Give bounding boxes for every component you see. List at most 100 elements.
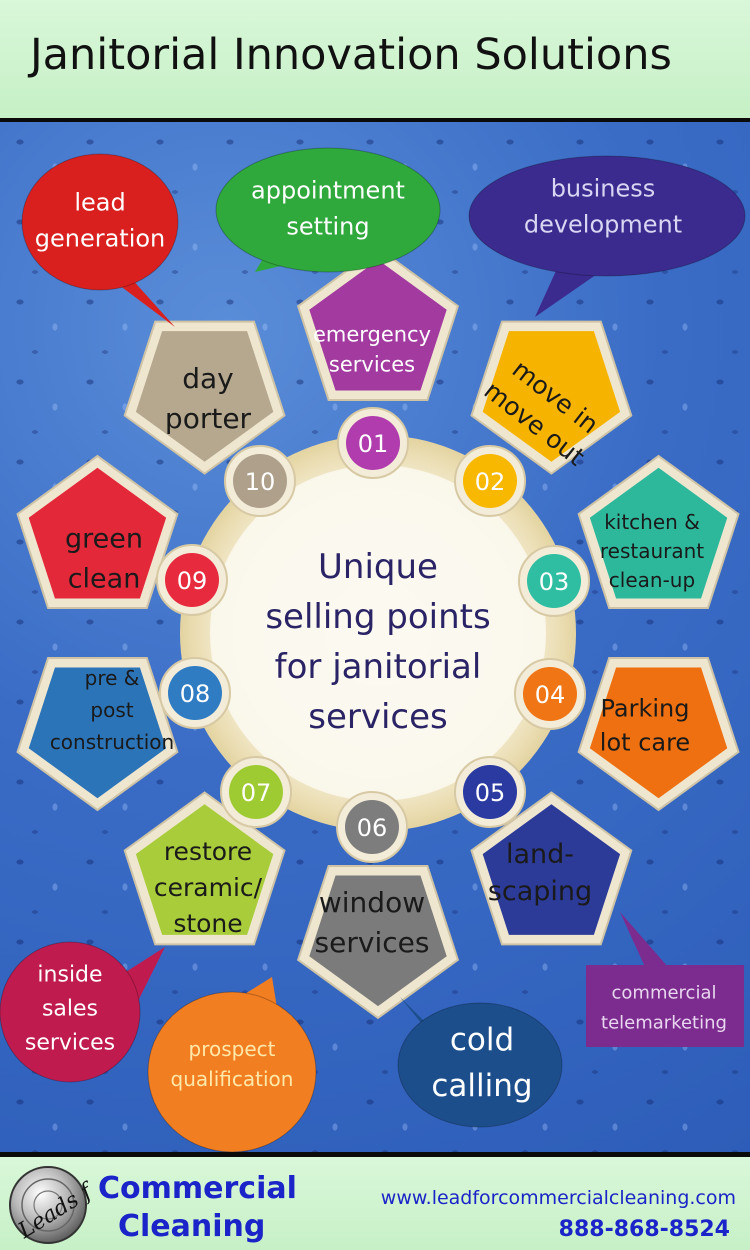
bubble-label-6-line: calling <box>431 1068 532 1104</box>
speech-bubble-1: lead generation <box>21 153 179 327</box>
center-title-line: services <box>308 697 448 737</box>
badge-core <box>168 666 222 720</box>
badge-core <box>527 554 581 608</box>
speech-bubble-6: cold calling <box>397 997 563 1128</box>
tile-fill <box>309 875 447 1007</box>
service-tile-05 <box>470 791 633 946</box>
bubble-label-1-line: lead <box>74 188 125 216</box>
number-badge-02: 02 <box>454 445 526 517</box>
service-tile-10 <box>123 320 286 475</box>
service-label-08-line: pre & <box>85 666 140 690</box>
service-label-04-line: Parking <box>601 694 690 722</box>
bubble-label-1: lead generation <box>35 188 166 252</box>
tile-fill <box>135 331 274 462</box>
bubble-label-4-line: services <box>25 1031 115 1056</box>
bubble-label-4-line: inside <box>37 963 102 988</box>
service-label-03-line: restaurant <box>600 539 704 563</box>
service-tile-07 <box>123 791 286 946</box>
badge-core <box>229 765 283 819</box>
service-label-01-line: services <box>329 352 415 376</box>
bubble-label-3: business development <box>524 174 682 238</box>
speech-bubble-4: inside sales services <box>0 941 165 1083</box>
number-badge-09: 09 <box>156 544 228 616</box>
service-label-09-line: clean <box>68 563 141 594</box>
tile-fill <box>482 331 621 462</box>
phone-number[interactable]: 888-868-8524 <box>558 1217 730 1242</box>
tile-fill <box>28 667 167 799</box>
bubble-body <box>147 991 317 1152</box>
badge-number: 06 <box>357 814 388 842</box>
service-tile-08 <box>16 657 179 812</box>
number-badge-04: 04 <box>514 658 586 730</box>
service-label-10-line: day <box>182 362 234 395</box>
company-logo: Leads for <box>9 1166 90 1244</box>
bubble-label-5-line: qualification <box>171 1067 294 1091</box>
center-title-line: selling points <box>265 597 490 637</box>
tile-fill <box>135 804 274 935</box>
bubble-label-6-line: cold <box>450 1022 514 1058</box>
bubble-label-4-line: sales <box>42 997 98 1022</box>
service-label-06-line: window <box>319 886 425 919</box>
bubble-label-5-line: prospect <box>189 1037 276 1061</box>
service-label-10: day porter <box>165 362 252 435</box>
bubble-label-3-line: development <box>524 210 682 238</box>
bubble-body <box>215 147 441 273</box>
bubble-label-2-line: setting <box>286 212 369 240</box>
service-label-07-line: restore <box>164 837 252 866</box>
bubble-label-4: inside sales services <box>25 963 115 1056</box>
service-label-05: land-scaping <box>488 839 592 907</box>
center-title-line: Unique <box>318 547 438 587</box>
service-label-03-line: clean-up <box>609 568 695 592</box>
service-label-10-line: porter <box>165 402 252 435</box>
service-label-03-line: kitchen & <box>604 510 700 534</box>
tile-fill <box>482 804 621 935</box>
number-badge-07: 07 <box>220 756 292 828</box>
tile-fill <box>309 259 447 391</box>
badge-core <box>346 416 400 470</box>
bubble-label-3-line: business <box>551 174 656 202</box>
badge-core <box>463 454 517 508</box>
badge-core <box>345 800 399 854</box>
service-label-05-line: scaping <box>488 876 592 907</box>
bubble-label-6: cold calling <box>431 1022 532 1104</box>
bubble-label-5: prospect qualification <box>171 1037 294 1091</box>
service-label-01-line: emergency <box>313 322 431 346</box>
badge-number: 05 <box>475 779 506 807</box>
website-link[interactable]: www.leadforcommercialcleaning.com <box>380 1187 736 1209</box>
badge-number: 08 <box>180 680 211 708</box>
bubble-label-1-line: generation <box>35 224 166 252</box>
speech-bubble-5: prospect qualification <box>147 977 317 1152</box>
badge-number: 09 <box>177 567 208 595</box>
service-label-07-line: ceramic/ <box>154 873 263 902</box>
bubble-body <box>0 941 141 1083</box>
callout-label-line: commercial <box>612 982 717 1003</box>
number-badge-06: 06 <box>336 791 408 863</box>
service-tiles <box>16 246 740 1020</box>
badge-number: 02 <box>475 468 506 496</box>
speech-bubble-3: business development <box>468 155 746 317</box>
tile-fill <box>589 667 728 799</box>
brand-name-line2: Cleaning <box>118 1209 266 1244</box>
bubble-body <box>397 1002 563 1128</box>
center-disc <box>210 465 546 801</box>
service-label-06-line: services <box>315 926 430 959</box>
badge-core <box>165 553 219 607</box>
service-label-08-line: construction <box>50 730 174 754</box>
service-tile-09 <box>16 454 179 609</box>
badge-core <box>233 454 287 508</box>
tile-fill <box>589 467 728 599</box>
service-label-06: window services <box>315 886 430 959</box>
header-banner: Janitorial Innovation Solutions <box>0 0 750 122</box>
